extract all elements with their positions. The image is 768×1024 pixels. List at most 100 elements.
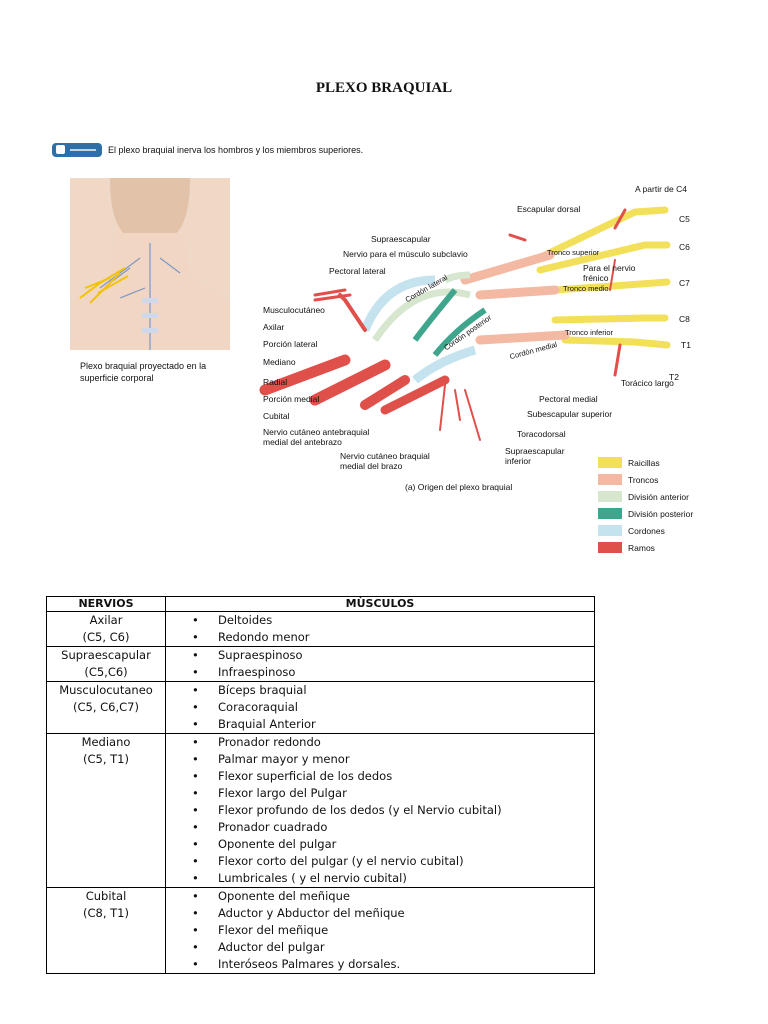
root-t2-label: T2 xyxy=(669,372,679,382)
muscle-item: Lumbricales ( y el nervio cubital) xyxy=(192,870,594,887)
header-nervios: NERVIOS xyxy=(46,596,166,612)
root-c7-label: C7 xyxy=(679,278,690,288)
muscle-list: DeltoidesRedondo menor xyxy=(166,612,594,646)
nerve-roots: (C5, T1) xyxy=(83,752,129,766)
legend-label: Troncos xyxy=(628,474,659,485)
nerve-roots: (C5, C6) xyxy=(82,630,130,644)
legend-swatch xyxy=(598,474,622,485)
nerve-roots: (C8, T1) xyxy=(83,906,129,920)
legend-swatch xyxy=(598,508,622,519)
muscle-item: Deltoides xyxy=(192,612,594,629)
muscles-cell: Bíceps braquialCoracoraquialBraquial Ant… xyxy=(165,681,595,734)
muscle-list: Pronador redondoPalmar mayor y menorFlex… xyxy=(166,734,594,887)
muscle-list: SupraespinosoInfraespinoso xyxy=(166,647,594,681)
nerve-roots: (C5,C6) xyxy=(84,665,128,679)
nerve-roots: (C5, C6,C7) xyxy=(73,700,139,714)
body-projection-image xyxy=(70,178,230,350)
root-c5-label: C5 xyxy=(679,214,690,224)
diagram-caption: (a) Origen del plexo braquial xyxy=(405,482,513,492)
label-pectoral-medial: Pectoral medial xyxy=(539,394,598,404)
muscle-item: Braquial Anterior xyxy=(192,716,594,733)
label-porcion-lateral: Porción lateral xyxy=(263,339,318,349)
nerve-name: Mediano xyxy=(81,735,131,749)
label-toracico-largo: Torácico largo xyxy=(621,378,674,388)
table-row: Axilar (C5, C6) DeltoidesRedondo menor xyxy=(46,611,595,647)
nerve-cell: Cubital (C8, T1) xyxy=(46,887,166,974)
nerve-cell: Musculocutaneo (C5, C6,C7) xyxy=(46,681,166,734)
legend-swatch xyxy=(598,491,622,502)
legend-label: División posterior xyxy=(628,508,694,519)
legend-item: Troncos xyxy=(598,471,693,488)
legend-swatch xyxy=(598,542,622,553)
legend-item: División anterior xyxy=(598,488,693,505)
label-cutaneo-antebraquial: Nervio cutáneo antebraquial medial del a… xyxy=(263,427,370,447)
muscle-item: Pronador redondo xyxy=(192,734,594,751)
header-musculos: MÙSCULOS xyxy=(165,596,595,612)
label-tronco-inferior: Tronco inferior xyxy=(565,328,614,337)
muscle-item: Flexor largo del Pulgar xyxy=(192,785,594,802)
muscle-item: Aductor del pulgar xyxy=(192,939,594,956)
muscles-cell: Oponente del meñiqueAductor y Abductor d… xyxy=(165,887,595,974)
muscle-item: Flexor corto del pulgar (y el nervio cub… xyxy=(192,853,594,870)
muscle-item: Pronador cuadrado xyxy=(192,819,594,836)
label-radial: Radial xyxy=(263,377,288,387)
label-toracodorsal: Toracodorsal xyxy=(517,429,566,439)
muscle-item: Oponente del pulgar xyxy=(192,836,594,853)
label-supraescapular: Supraescapular xyxy=(371,234,431,244)
muscle-item: Infraespinoso xyxy=(192,664,594,681)
info-banner: El plexo braquial inerva los hombros y l… xyxy=(52,143,363,157)
page-title: PLEXO BRAQUIAL xyxy=(315,80,453,96)
nerve-name: Cubital xyxy=(85,889,127,903)
legend-swatch xyxy=(598,525,622,536)
legend-item: Raicillas xyxy=(598,454,693,471)
nerve-cell: Mediano (C5, T1) xyxy=(46,733,166,888)
legend-label: Raicillas xyxy=(628,457,660,468)
legend-label: Ramos xyxy=(628,542,655,553)
legend-item: División posterior xyxy=(598,505,693,522)
muscle-item: Palmar mayor y menor xyxy=(192,751,594,768)
muscle-item: Oponente del meñique xyxy=(192,888,594,905)
nerve-name: Musculocutaneo xyxy=(59,683,153,697)
label-cubital: Cubital xyxy=(263,411,290,421)
label-escapular-dorsal: Escapular dorsal xyxy=(517,204,581,214)
muscle-item: Flexor del meñique xyxy=(192,922,594,939)
legend-item: Cordones xyxy=(598,522,693,539)
muscle-item: Flexor superficial de los dedos xyxy=(192,768,594,785)
muscle-item: Interóseos Palmares y dorsales. xyxy=(192,956,594,973)
label-porcion-medial: Porción medial xyxy=(263,394,320,404)
nerve-cell: Supraescapular (C5,C6) xyxy=(46,646,166,682)
legend-label: División anterior xyxy=(628,491,689,502)
table-row: Musculocutaneo (C5, C6,C7) Bíceps braquial… xyxy=(46,681,595,734)
label-nervio-subclavio: Nervio para el músculo subclavio xyxy=(343,249,468,259)
table-row: Mediano (C5, T1) Pronador redondoPalmar ma… xyxy=(46,733,595,888)
nerve-name: Axilar xyxy=(89,613,123,627)
root-c4-label: A partir de C4 xyxy=(635,184,687,194)
muscles-cell: SupraespinosoInfraespinoso xyxy=(165,646,595,682)
banner-text: El plexo braquial inerva los hombros y l… xyxy=(108,145,364,155)
muscle-item: Coracoraquial xyxy=(192,699,594,716)
body-projection-caption: Plexo braquial proyectado en la superfic… xyxy=(80,361,207,383)
label-musculocutaneo: Musculocutáneo xyxy=(263,305,325,315)
legend-item: Ramos xyxy=(598,539,693,556)
nerve-name: Supraescapular xyxy=(61,648,151,662)
muscle-item: Supraespinoso xyxy=(192,647,594,664)
muscles-cell: Pronador redondoPalmar mayor y menorFlex… xyxy=(165,733,595,888)
muscle-item: Bíceps braquial xyxy=(192,682,594,699)
table-row: Supraescapular (C5,C6) SupraespinosoInfrae… xyxy=(46,646,595,682)
label-cutaneo-braquial: Nervio cutáneo braquial medial del brazo xyxy=(340,451,430,471)
label-mediano: Mediano xyxy=(263,357,296,367)
muscle-item: Redondo menor xyxy=(192,629,594,646)
legend-swatch xyxy=(598,457,622,468)
legend-label: Cordones xyxy=(628,525,665,536)
root-t1-label: T1 xyxy=(681,340,691,350)
label-tronco-medio: Tronco medio xyxy=(563,284,609,293)
brachial-plexus-diagram: A partir de C4 C5 C6 C7 C8 T1 T2 Escapul… xyxy=(255,180,715,500)
label-tronco-superior: Tronco superior xyxy=(547,248,600,257)
muscle-list: Oponente del meñiqueAductor y Abductor d… xyxy=(166,888,594,973)
nerve-cell: Axilar (C5, C6) xyxy=(46,611,166,647)
root-c6-label: C6 xyxy=(679,242,690,252)
muscles-cell: DeltoidesRedondo menor xyxy=(165,611,595,647)
label-supraescapular-inferior: Supraescapular inferior xyxy=(505,446,565,466)
label-nervio-frenico: Para el nervio frénico xyxy=(583,263,636,283)
